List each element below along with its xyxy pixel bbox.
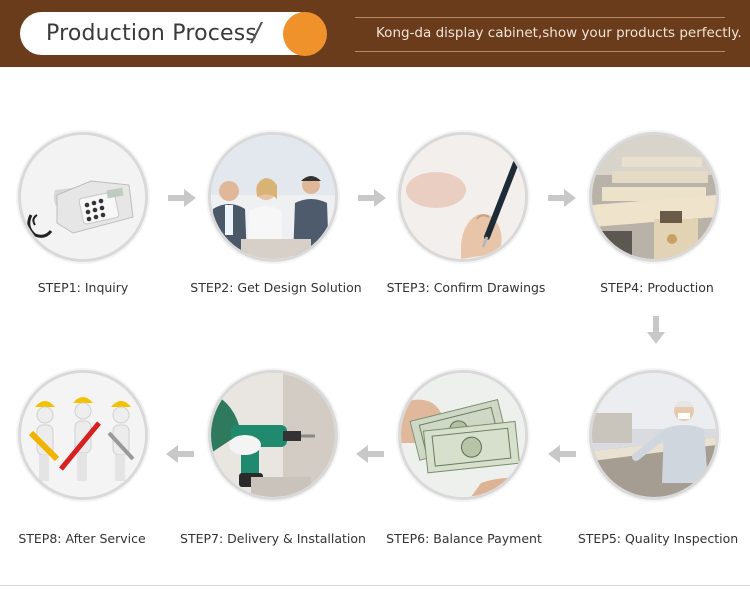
step-5-label: STEP5: Quality Inspection	[578, 531, 738, 546]
arrow-left-icon	[356, 445, 384, 463]
arrow-right-icon	[548, 189, 576, 207]
step-3-label: STEP3: Confirm Drawings	[387, 280, 546, 295]
step-8-label: STEP8: After Service	[18, 531, 145, 546]
arrow-right-icon	[358, 189, 386, 207]
step-2-image	[208, 132, 338, 262]
step-7-image	[208, 370, 338, 500]
dollar-bills-photo-icon	[401, 373, 525, 497]
step-4-label: STEP4: Production	[600, 280, 714, 295]
step-1-image	[18, 132, 148, 262]
bottom-divider	[0, 585, 750, 586]
step-3-image	[398, 132, 528, 262]
worker-inspection-photo-icon	[592, 373, 716, 497]
factory-cabinets-photo-icon	[592, 135, 716, 259]
tagline: Kong-da display cabinet,show your produc…	[376, 25, 742, 41]
step-8-image	[18, 370, 148, 500]
orange-dot-icon	[283, 12, 327, 56]
title-slash: /	[252, 18, 261, 48]
step-2-label: STEP2: Get Design Solution	[190, 280, 361, 295]
step-4-image	[589, 132, 719, 262]
hand-writing-pen-photo-icon	[401, 135, 525, 259]
power-drill-photo-icon	[211, 373, 335, 497]
arrow-right-icon	[168, 189, 196, 207]
telephone-photo-icon	[21, 135, 145, 259]
service-workers-photo-icon	[21, 373, 145, 497]
tagline-rule-bottom	[355, 51, 725, 52]
step-6-label: STEP6: Balance Payment	[386, 531, 542, 546]
tagline-rule-top	[355, 17, 725, 18]
business-meeting-photo-icon	[211, 135, 335, 259]
page-title: Production Process	[46, 21, 257, 46]
arrow-down-icon	[647, 316, 665, 344]
header-banner: Production Process / Kong-da display cab…	[0, 0, 750, 67]
step-7-label: STEP7: Delivery & Installation	[180, 531, 366, 546]
step-6-image	[398, 370, 528, 500]
step-5-image	[589, 370, 719, 500]
arrow-left-icon	[166, 445, 194, 463]
title-pill: Production Process /	[20, 12, 320, 55]
arrow-left-icon	[548, 445, 576, 463]
step-1-label: STEP1: Inquiry	[38, 280, 129, 295]
